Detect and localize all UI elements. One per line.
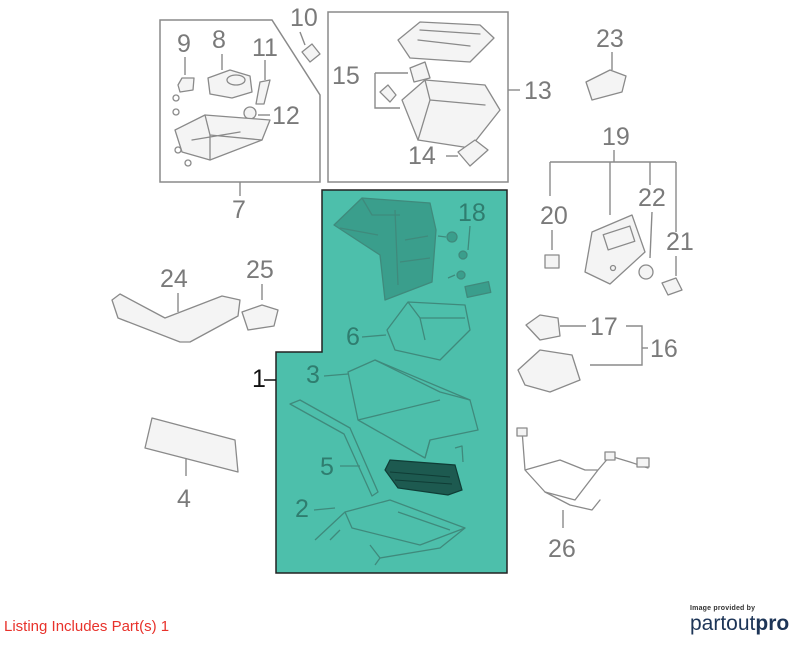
leader-10 [299,31,306,46]
part-12 [243,106,257,120]
console-tray-part [386,301,471,361]
label-12[interactable]: 12 [272,102,300,130]
listing-note: Listing Includes Part(s) 1 [4,618,170,635]
leader-2 [313,507,336,511]
part-10 [301,43,321,63]
part-4 [144,417,239,473]
provider-logo: Image provided by partoutpro [690,605,790,636]
provider-brand-part2: pro [755,612,790,635]
part-15a [379,84,397,103]
label-16[interactable]: 16 [650,335,678,363]
part-21 [661,277,683,296]
label-6[interactable]: 6 [346,323,360,351]
console-module-part [384,445,464,496]
group-box-13 [327,11,509,183]
label-25[interactable]: 25 [246,256,274,284]
provider-brand-part1: partout [690,612,756,635]
label-15[interactable]: 15 [332,62,360,90]
label-14[interactable]: 14 [408,142,436,170]
label-2[interactable]: 2 [295,495,309,523]
label-9[interactable]: 9 [177,30,191,58]
label-23[interactable]: 23 [596,25,624,53]
part-19 [584,214,646,285]
part-9 [177,77,195,93]
part-13-lid [397,21,495,63]
part-26 [516,427,650,511]
part-15b [409,61,431,83]
label-18[interactable]: 18 [458,199,486,227]
screw-parts [437,231,492,299]
leader-18 [467,225,471,251]
part-7-tray [172,94,271,167]
part-17 [525,314,561,341]
console-lid-part [333,197,437,301]
console-body-part [347,359,479,459]
group-box-7 [159,19,321,183]
label-19[interactable]: 19 [602,123,630,151]
console-bracket-part [314,499,466,566]
leader-16-bracket [590,325,643,366]
leader-15 [374,72,408,109]
label-24[interactable]: 24 [160,265,188,293]
part-16 [517,349,581,393]
label-11[interactable]: 11 [252,34,278,62]
part-11 [255,79,271,105]
leader-3 [323,373,349,377]
label-21[interactable]: 21 [666,228,694,256]
label-22[interactable]: 22 [638,184,666,212]
part-20 [544,254,560,269]
label-3[interactable]: 3 [306,361,320,389]
label-7[interactable]: 7 [232,196,246,224]
part-25 [241,304,279,331]
console-side-part [289,399,379,497]
label-4[interactable]: 4 [177,485,191,513]
part-23 [585,69,627,101]
leader-22 [649,211,653,259]
label-1[interactable]: 1 [252,365,266,393]
label-5[interactable]: 5 [320,453,334,481]
label-13[interactable]: 13 [524,77,552,105]
label-8[interactable]: 8 [212,26,226,54]
provider-brand: partoutpro [690,612,790,636]
provider-caption: Image provided by [690,605,756,612]
leader-19 [549,150,677,232]
part-13-bin [401,79,501,149]
label-17[interactable]: 17 [590,313,618,341]
label-26[interactable]: 26 [548,535,576,563]
part-22 [638,264,654,280]
part-14 [457,139,489,167]
part-24 [111,293,241,343]
label-20[interactable]: 20 [540,202,568,230]
label-10[interactable]: 10 [290,4,318,32]
leader-6 [361,334,387,338]
